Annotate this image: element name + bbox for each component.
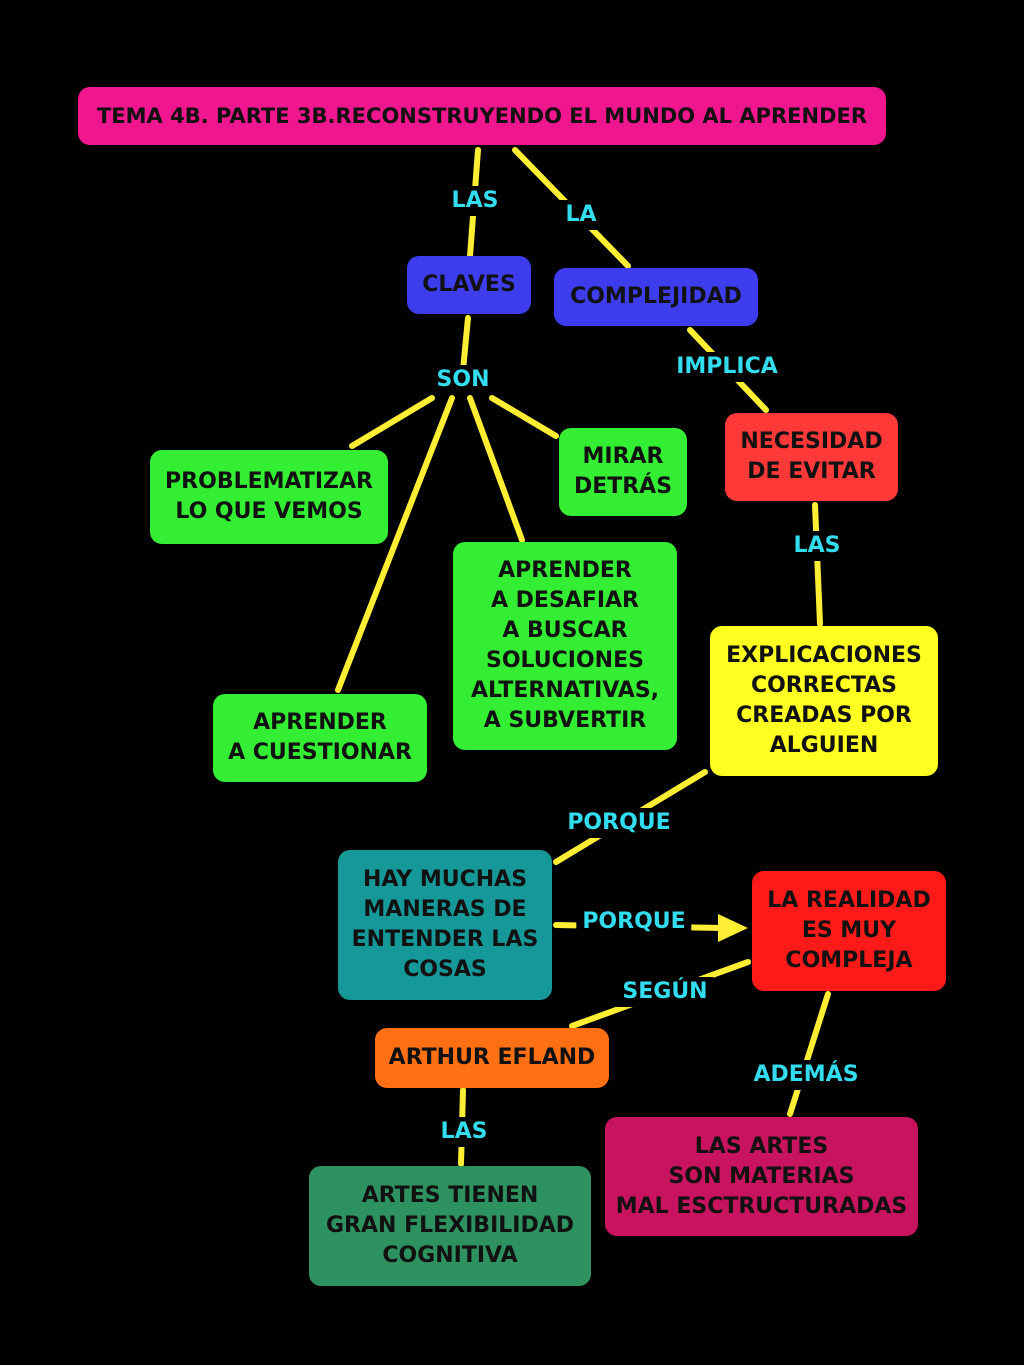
node-cuestionar: APRENDER A CUESTIONAR bbox=[213, 694, 427, 782]
node-maneras: HAY MUCHAS MANERAS DE ENTENDER LAS COSAS bbox=[338, 850, 552, 1000]
link-label-complejidad-implica: IMPLICA bbox=[670, 352, 784, 382]
node-problematizar: PROBLEMATIZAR LO QUE VEMOS bbox=[150, 450, 388, 544]
connector-realidad-artes bbox=[787, 991, 831, 1117]
node-necesidad: NECESIDAD DE EVITAR bbox=[725, 413, 898, 501]
connector-son-desafiar bbox=[467, 395, 525, 543]
node-artes: LAS ARTES SON MATERIAS MAL ESCTRUCTURADA… bbox=[605, 1117, 918, 1236]
link-label-claves-son: SON bbox=[430, 365, 496, 395]
link-label-necesidad-las: LAS bbox=[787, 531, 847, 561]
node-explicaciones: EXPLICACIONES CORRECTAS CREADAS POR ALGU… bbox=[710, 626, 938, 776]
arrowhead bbox=[718, 914, 748, 942]
node-efland: ARTHUR EFLAND bbox=[375, 1028, 609, 1088]
node-title: TEMA 4B. PARTE 3B.RECONSTRUYENDO EL MUND… bbox=[78, 87, 886, 145]
connector-necesidad-explicaciones bbox=[812, 502, 823, 627]
connector-son-mirar bbox=[489, 395, 559, 439]
link-label-title-claves: LAS bbox=[445, 186, 505, 216]
node-realidad: LA REALIDAD ES MUY COMPLEJA bbox=[752, 871, 946, 991]
link-label-maneras-porque: PORQUE bbox=[576, 907, 692, 937]
node-flexibilidad: ARTES TIENEN GRAN FLEXIBILIDAD COGNITIVA bbox=[309, 1166, 591, 1286]
connector-son-cuestionar bbox=[335, 395, 455, 693]
node-complejidad: COMPLEJIDAD bbox=[554, 268, 758, 326]
link-label-realidad-ademas: ADEMÁS bbox=[747, 1060, 865, 1090]
connector-claves-son bbox=[460, 315, 471, 373]
node-desafiar: APRENDER A DESAFIAR A BUSCAR SOLUCIONES … bbox=[453, 542, 677, 750]
link-label-realidad-segun: SEGÚN bbox=[616, 977, 714, 1007]
link-label-explicaciones-porque: PORQUE bbox=[561, 808, 677, 838]
link-label-title-complejidad: LA bbox=[559, 200, 603, 230]
node-claves: CLAVES bbox=[407, 256, 531, 314]
node-mirar: MIRAR DETRÁS bbox=[559, 428, 687, 516]
link-label-efland-las: LAS bbox=[434, 1117, 494, 1147]
connector-son-problematizar bbox=[349, 395, 435, 449]
